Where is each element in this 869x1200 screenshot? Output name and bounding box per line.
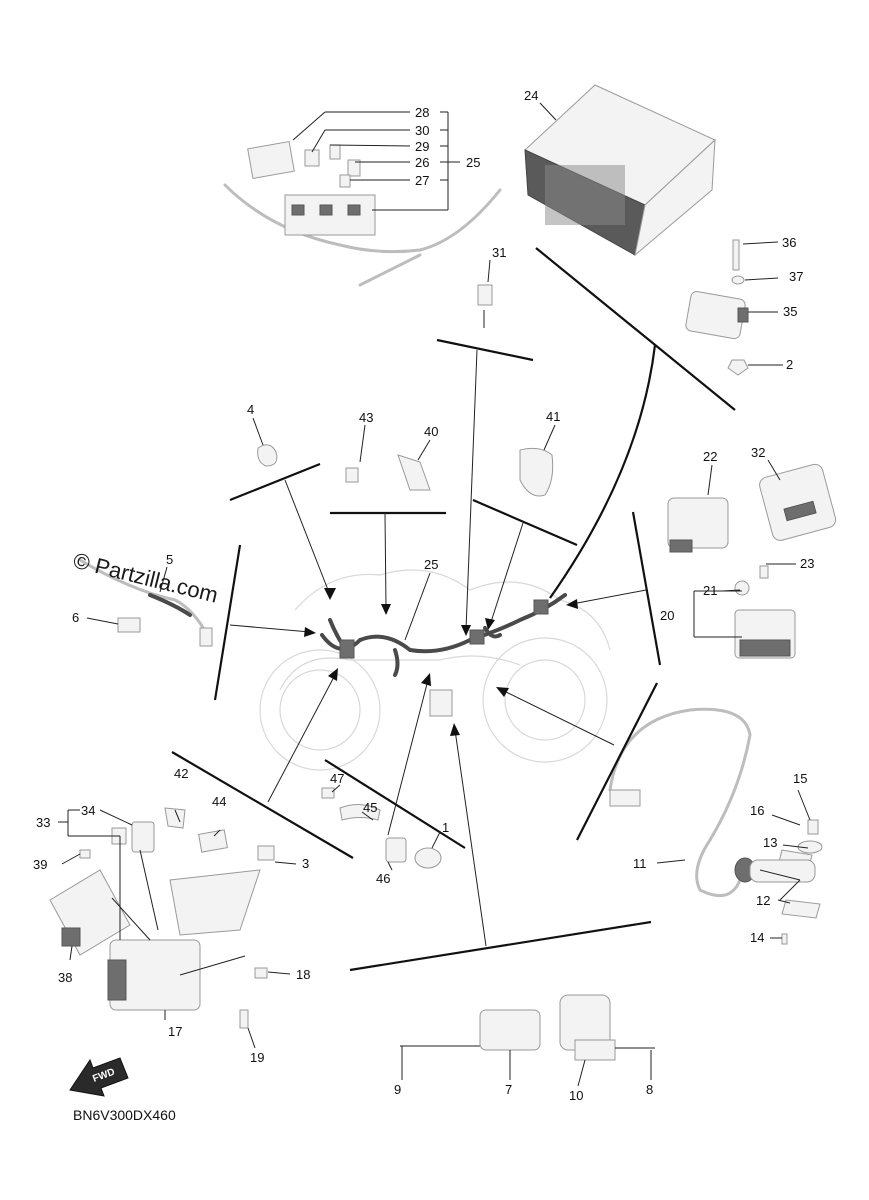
callout-41[interactable]: 41 (546, 409, 560, 424)
callout-28[interactable]: 28 (415, 105, 429, 120)
callout-leaders (58, 102, 811, 1087)
callout-17[interactable]: 17 (168, 1024, 182, 1039)
callout-18[interactable]: 18 (296, 967, 310, 982)
leader-bars (171, 247, 736, 972)
lower-left-parts[interactable] (49, 807, 275, 1029)
callout-12[interactable]: 12 (756, 893, 770, 908)
leader-arrows (229, 349, 647, 947)
callout-47[interactable]: 47 (330, 771, 344, 786)
watermark: © Partzilla.com (71, 548, 221, 608)
connector-cluster[interactable] (223, 141, 502, 287)
callout-34[interactable]: 34 (81, 803, 95, 818)
callout-31[interactable]: 31 (492, 245, 506, 260)
callout-15[interactable]: 15 (793, 771, 807, 786)
callout-24[interactable]: 24 (524, 88, 538, 103)
callout-labels: 28 30 29 26 25 27 24 31 36 37 35 2 4 43 … (33, 88, 814, 1103)
callout-30[interactable]: 30 (415, 123, 429, 138)
callout-7[interactable]: 7 (505, 1082, 512, 1097)
callout-9[interactable]: 9 (394, 1082, 401, 1097)
fwd-arrow-icon: FWD (69, 1057, 129, 1097)
left-harness[interactable] (78, 558, 213, 647)
ecu-cluster[interactable] (667, 463, 837, 659)
callout-6[interactable]: 6 (72, 610, 79, 625)
fuse-holder-31[interactable] (477, 284, 493, 306)
callout-43[interactable]: 43 (359, 410, 373, 425)
callout-25-top[interactable]: 25 (466, 155, 480, 170)
sensor-assembly[interactable] (608, 707, 823, 945)
callout-23[interactable]: 23 (800, 556, 814, 571)
callout-8[interactable]: 8 (646, 1082, 653, 1097)
callout-46[interactable]: 46 (376, 871, 390, 886)
callout-42[interactable]: 42 (174, 766, 188, 781)
callout-27[interactable]: 27 (415, 173, 429, 188)
callout-39[interactable]: 39 (33, 857, 47, 872)
callout-22[interactable]: 22 (703, 449, 717, 464)
battery[interactable] (524, 84, 716, 257)
callout-44[interactable]: 44 (212, 794, 226, 809)
callout-32[interactable]: 32 (751, 445, 765, 460)
callout-35[interactable]: 35 (783, 304, 797, 319)
small-parts-upper[interactable] (257, 444, 554, 497)
callout-25-harness[interactable]: 25 (424, 557, 438, 572)
callout-11[interactable]: 11 (633, 856, 647, 871)
callout-1[interactable]: 1 (442, 820, 449, 835)
callout-5[interactable]: 5 (166, 552, 173, 567)
callout-16[interactable]: 16 (750, 803, 764, 818)
callout-45[interactable]: 45 (363, 800, 377, 815)
wire-harness[interactable] (320, 593, 567, 717)
callout-36[interactable]: 36 (782, 235, 796, 250)
callout-10[interactable]: 10 (569, 1088, 583, 1103)
callout-33[interactable]: 33 (36, 815, 50, 830)
callout-13[interactable]: 13 (763, 835, 777, 850)
callout-38[interactable]: 38 (58, 970, 72, 985)
callout-37[interactable]: 37 (789, 269, 803, 284)
callout-20[interactable]: 20 (660, 608, 674, 623)
callout-26[interactable]: 26 (415, 155, 429, 170)
callout-14[interactable]: 14 (750, 930, 764, 945)
callout-4[interactable]: 4 (247, 402, 254, 417)
callout-21[interactable]: 21 (703, 583, 717, 598)
diagram-code: BN6V300DX460 (73, 1107, 176, 1123)
bottom-assembly[interactable] (400, 994, 655, 1061)
callout-3[interactable]: 3 (302, 856, 309, 871)
callout-40[interactable]: 40 (424, 424, 438, 439)
callout-29[interactable]: 29 (415, 139, 429, 154)
callout-2[interactable]: 2 (786, 357, 793, 372)
relay-bracket[interactable] (685, 239, 749, 376)
center-lower-parts[interactable] (321, 787, 442, 869)
callout-19[interactable]: 19 (250, 1050, 264, 1065)
